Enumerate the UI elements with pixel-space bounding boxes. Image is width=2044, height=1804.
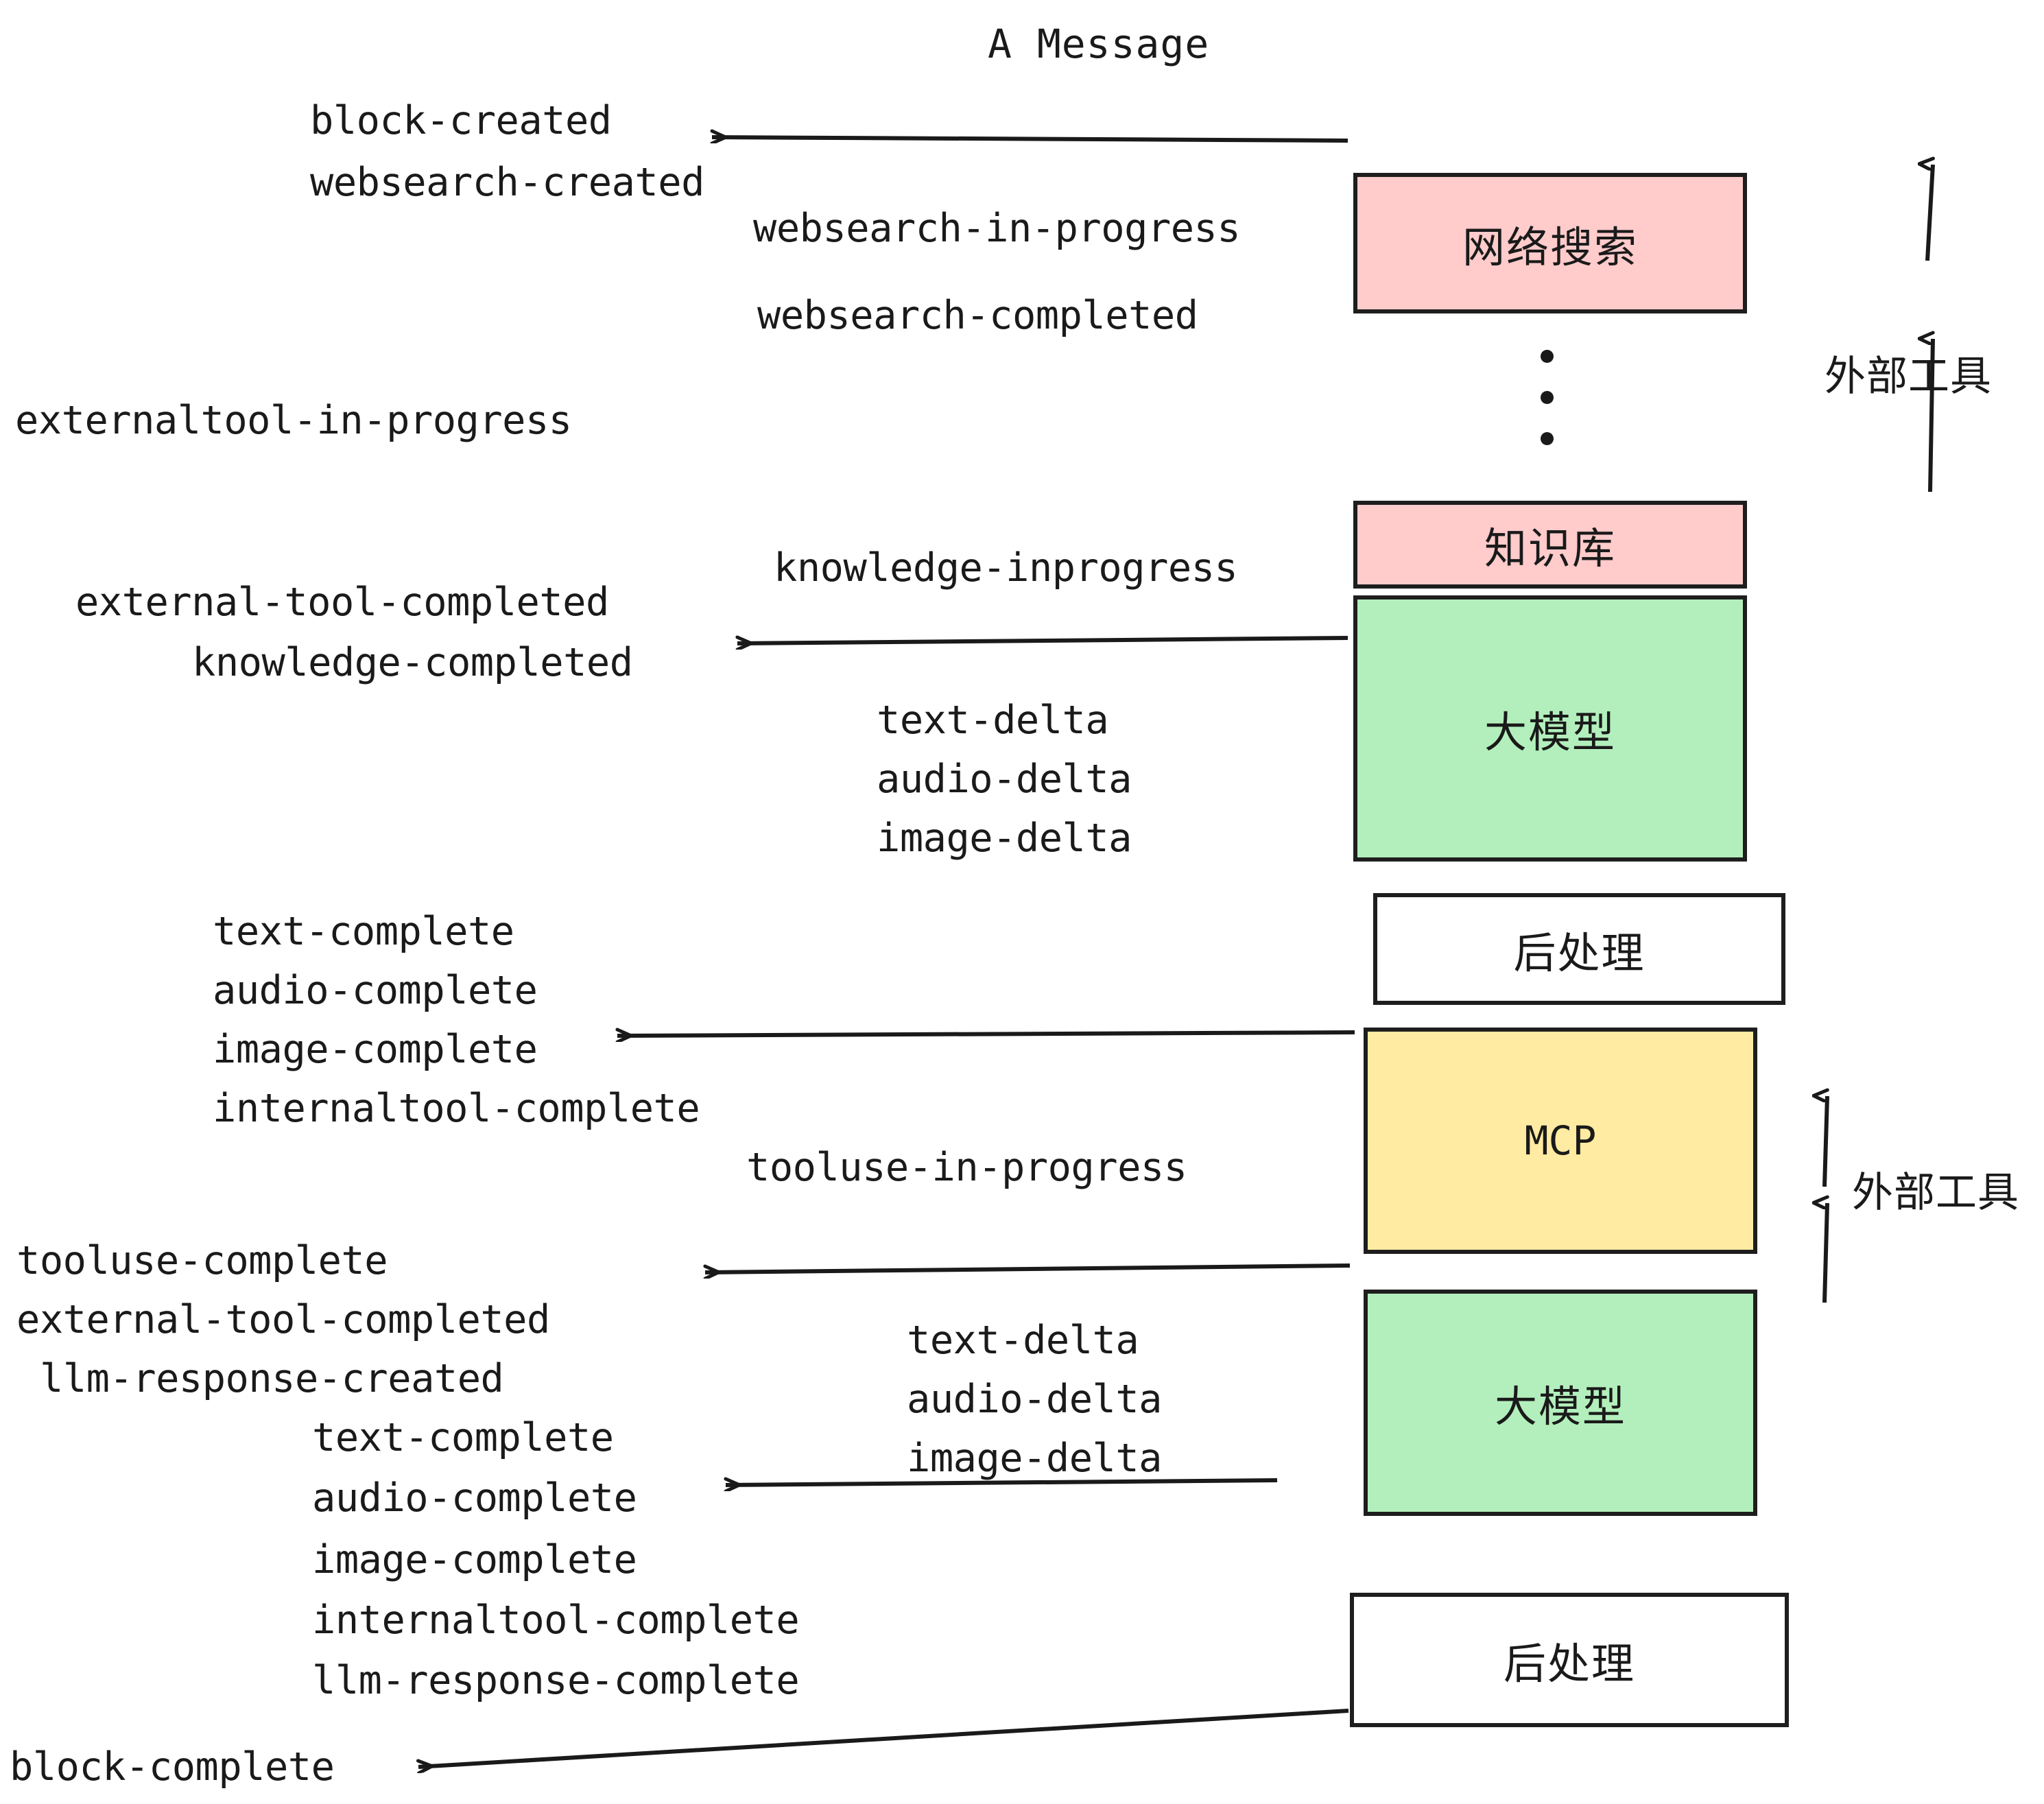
node-knowledge-label: 知识库 [1484,523,1616,573]
node-mcp-label: MCP [1524,1117,1597,1164]
event-image-complete-2: image-complete [312,1537,637,1582]
node-knowledge[interactable]: 知识库 [1353,501,1747,589]
event-block-created: block-created [310,98,612,143]
node-websearch-label: 网络搜索 [1462,222,1638,272]
node-postprocess-2-label: 后处理 [1503,1639,1635,1689]
node-mcp[interactable]: MCP [1364,1028,1757,1254]
event-websearch-created: websearch-created [310,160,704,205]
node-postprocess-2[interactable]: 后处理 [1350,1593,1789,1727]
event-llm-response-complete: llm-response-complete [312,1658,800,1703]
side-label-external-tool-top: 外部工具 [1825,353,1992,401]
event-audio-complete-2: audio-complete [312,1475,637,1521]
vertical-ellipsis [1541,350,1554,473]
event-llm-response-created: llm-response-created [40,1356,504,1401]
event-tooluse-in-progress: tooluse-in-progress [746,1145,1187,1190]
arrow-external-tool-bottom-up [1825,1096,1829,1187]
event-tooluse-complete: tooluse-complete [16,1238,388,1283]
event-image-delta-1: image-delta [877,816,1132,861]
arrow-knowledge-completed [737,638,1348,643]
event-audio-delta-2: audio-delta [907,1377,1163,1422]
event-knowledge-completed: knowledge-completed [192,640,633,685]
node-llm-2-label: 大模型 [1494,1381,1626,1432]
node-postprocess-1-label: 后处理 [1513,927,1645,978]
arrow-block-created [712,137,1348,141]
event-text-delta-2: text-delta [907,1318,1139,1363]
arrow-block-complete [418,1709,1349,1767]
side-label-external-tool-bottom: 外部工具 [1852,1169,2019,1217]
arrow-image-complete-1 [617,1032,1355,1036]
event-audio-delta-1: audio-delta [877,757,1132,802]
node-llm-2[interactable]: 大模型 [1364,1290,1757,1516]
event-internaltool-complete-1: internaltool-complete [213,1086,700,1131]
event-externaltool-in-progress: externaltool-in-progress [15,398,572,443]
event-text-delta-1: text-delta [877,698,1109,743]
arrow-audio-complete-2 [726,1480,1278,1485]
node-llm-1[interactable]: 大模型 [1353,595,1747,862]
event-knowledge-inprogress: knowledge-inprogress [774,545,1238,591]
node-websearch[interactable]: 网络搜索 [1353,173,1747,313]
node-postprocess-1[interactable]: 后处理 [1373,893,1785,1005]
event-websearch-completed: websearch-completed [757,293,1198,338]
event-image-delta-2: image-delta [907,1436,1163,1481]
arrow-tooluse-complete [705,1263,1351,1272]
page-title: A Message [988,21,1210,67]
node-llm-1-label: 大模型 [1484,707,1616,757]
event-external-tool-completed-1: external-tool-completed [75,580,609,625]
arrow-external-tool-top-up [1927,165,1933,261]
event-internaltool-complete-2: internaltool-complete [312,1598,800,1643]
event-block-complete: block-complete [10,1744,335,1790]
event-external-tool-completed-2: external-tool-completed [16,1297,550,1342]
event-text-complete-1: text-complete [213,909,514,954]
event-websearch-in-progress: websearch-in-progress [753,206,1241,251]
event-audio-complete-1: audio-complete [213,968,538,1013]
arrow-external-tool-bottom-down [1825,1203,1829,1303]
event-text-complete-2: text-complete [312,1415,614,1460]
event-image-complete-1: image-complete [213,1027,538,1072]
